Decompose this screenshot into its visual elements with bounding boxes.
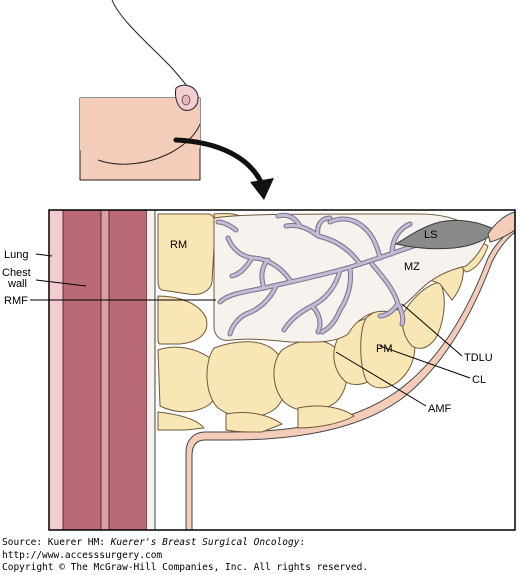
cl-label: CL <box>472 374 486 386</box>
lung-label: Lung <box>4 249 28 261</box>
chest-wall-muscle <box>63 210 101 530</box>
source-url[interactable]: http://www.accesssurgery.com <box>2 549 163 561</box>
rmf-label: RMF <box>4 295 28 307</box>
nipple-section <box>487 211 515 243</box>
cross-section-panel: RM LS MZ PM <box>49 210 515 530</box>
chest-wall-label-line1: Chest <box>2 267 31 279</box>
chest-wall-label-line2: wall <box>7 278 27 290</box>
copyright-notice: Copyright © The McGraw-Hill Companies, I… <box>2 562 369 573</box>
lung-region <box>49 210 63 530</box>
rm-label: RM <box>170 239 187 251</box>
book-title: Kuerer's Breast Surgical Oncology <box>110 537 300 548</box>
curved-arrow-icon <box>173 137 274 200</box>
source-suffix: : <box>299 537 306 548</box>
leader-lines <box>80 299 471 407</box>
fat-lobules <box>157 213 489 433</box>
source-citation: Source: Kuerer HM: Kuerer's Breast Surgi… <box>2 537 518 575</box>
pm-label: PM <box>376 343 393 355</box>
breast-profile-illustration <box>79 0 201 181</box>
ls-label: LS <box>424 229 437 241</box>
panel-border <box>48 209 516 531</box>
breast-anatomy-diagram: RM LS MZ PM Lung Chest wall RMF TDLU CL … <box>2 0 516 531</box>
source-prefix: Source: Kuerer HM: <box>2 537 111 548</box>
amf-label: AMF <box>428 403 452 415</box>
mz-label: MZ <box>404 261 420 273</box>
tdlu-label: TDLU <box>464 352 493 364</box>
